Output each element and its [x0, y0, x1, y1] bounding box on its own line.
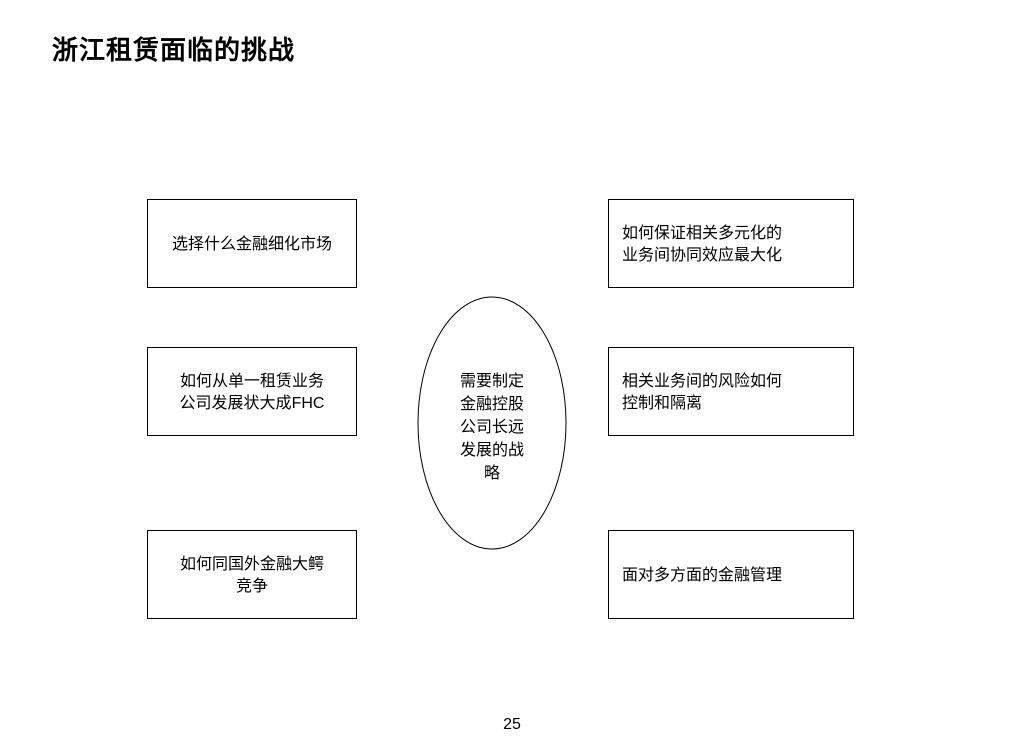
challenge-box-financial-management: 面对多方面的金融管理	[608, 530, 854, 619]
box-text-line: 面对多方面的金融管理	[622, 564, 783, 584]
box-text-line: 选择什么金融细化市场	[171, 233, 332, 253]
box-text-line: 如何同国外金融大鳄	[179, 554, 324, 573]
center-strategy-text: 需要制定 金融控股 公司长远 发展的战 略	[417, 369, 567, 484]
center-strategy-ellipse: 需要制定 金融控股 公司长远 发展的战 略	[417, 296, 567, 550]
ellipse-shape	[417, 296, 567, 550]
challenge-box-market-selection: 选择什么金融细化市场	[147, 199, 357, 288]
box-text-line: 业务间协同效应最大化	[622, 245, 783, 264]
challenge-box-foreign-competition: 如何同国外金融大鳄 竞争	[147, 530, 357, 619]
center-text-line: 金融控股	[459, 394, 524, 413]
box-text-line: 相关业务间的风险如何	[622, 371, 783, 390]
center-text-line: 公司长远	[459, 417, 524, 436]
center-text-line: 略	[483, 463, 500, 482]
box-text-line: 如何保证相关多元化的	[622, 223, 783, 242]
box-text-line: 如何从单一租赁业务	[179, 371, 324, 390]
challenge-box-risk-control: 相关业务间的风险如何 控制和隔离	[608, 347, 854, 436]
box-text-line: 公司发展状大成FHC	[180, 392, 325, 415]
box-text-segment: FHC	[291, 395, 325, 412]
challenge-box-synergy: 如何保证相关多元化的 业务间协同效应最大化	[608, 199, 854, 288]
challenge-box-develop-fhc: 如何从单一租赁业务 公司发展状大成FHC	[147, 347, 357, 436]
center-text-line: 需要制定	[459, 371, 524, 390]
center-text-line: 发展的战	[459, 440, 524, 459]
page-title: 浙江租赁面临的挑战	[52, 36, 296, 66]
box-text-segment: 公司发展状大成	[179, 393, 292, 412]
page-number: 25	[503, 716, 521, 733]
box-text-line: 竞争	[235, 576, 268, 595]
box-text-line: 控制和隔离	[622, 393, 703, 412]
